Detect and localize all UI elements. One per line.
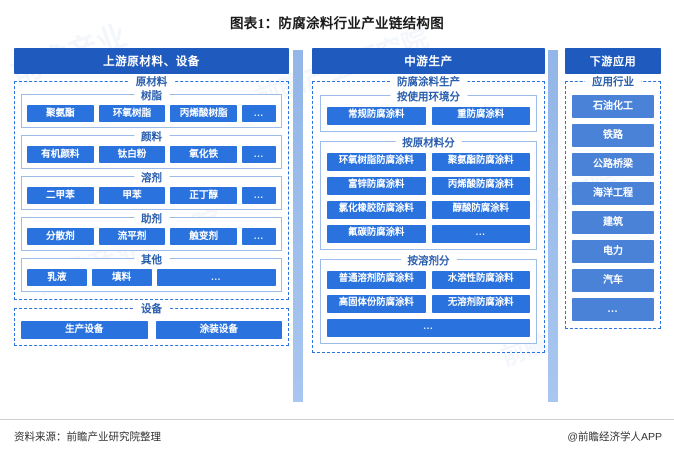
downstream-header: 下游应用 xyxy=(565,48,661,74)
item-env-0[interactable]: 常规防腐涂料 xyxy=(327,107,426,125)
group-other-title: 其他 xyxy=(134,252,169,267)
group-additive: 助剂 分散剂 流平剂 触变剂 ... xyxy=(21,211,282,251)
application-industries-group-title: 应用行业 xyxy=(585,74,641,89)
item-solvent-1[interactable]: 甲苯 xyxy=(98,187,166,204)
item-mat-4[interactable]: 氯化橡胶防腐涂料 xyxy=(327,201,426,219)
item-industry-3[interactable]: 海洋工程 xyxy=(572,182,654,205)
item-row: 普通溶剂防腐涂料 水溶性防腐涂料 xyxy=(327,271,530,289)
application-industries-group: 应用行业 石油化工 铁路 公路桥梁 海洋工程 建筑 电力 汽车 ... xyxy=(565,74,661,329)
item-industry-5[interactable]: 电力 xyxy=(572,240,654,263)
item-row: 氟碳防腐涂料 ... xyxy=(327,225,530,243)
item-mat-3[interactable]: 丙烯酸防腐涂料 xyxy=(431,177,530,195)
item-additive-0[interactable]: 分散剂 xyxy=(27,228,94,245)
group-by-raw-material-title: 按原材料分 xyxy=(395,135,462,150)
group-resin-title: 树脂 xyxy=(134,88,169,103)
item-mat-1[interactable]: 聚氨酯防腐涂料 xyxy=(431,153,530,171)
item-industry-4[interactable]: 建筑 xyxy=(572,211,654,234)
app-watermark: @前瞻经济学人APP xyxy=(567,431,662,443)
item-solv-2[interactable]: 高固体份防腐涂料 xyxy=(327,295,426,313)
upstream-header: 上游原材料、设备 xyxy=(14,48,289,74)
item-env-1[interactable]: 重防腐涂料 xyxy=(431,107,530,125)
item-solv-3[interactable]: 无溶剂防腐涂料 xyxy=(431,295,530,313)
item-resin-1[interactable]: 环氧树脂 xyxy=(98,105,166,122)
item-pigment-2[interactable]: 氧化铁 xyxy=(170,146,238,163)
item-row: 富锌防腐涂料 丙烯酸防腐涂料 xyxy=(327,177,530,195)
item-industry-2[interactable]: 公路桥梁 xyxy=(572,153,654,176)
item-additive-more[interactable]: ... xyxy=(242,228,277,245)
item-resin-0[interactable]: 聚氨酯 xyxy=(27,105,94,122)
group-by-environment-title: 按使用环境分 xyxy=(390,89,467,104)
item-row: 二甲苯 甲苯 正丁醇 ... xyxy=(27,187,277,204)
item-row: 氯化橡胶防腐涂料 醇酸防腐涂料 xyxy=(327,201,530,219)
coating-production-group: 防腐涂料生产 按使用环境分 常规防腐涂料 重防腐涂料 按原材料分 环氧树脂防腐涂… xyxy=(312,74,545,353)
item-other-more[interactable]: ... xyxy=(156,269,276,286)
group-resin: 树脂 聚氨酯 环氧树脂 丙烯酸树脂 ... xyxy=(21,88,282,128)
source-note: 资料来源：前瞻产业研究院整理 xyxy=(14,431,161,443)
item-mat-6[interactable]: 氟碳防腐涂料 xyxy=(327,225,426,243)
group-additive-title: 助剂 xyxy=(134,211,169,226)
raw-materials-group: 原材料 树脂 聚氨酯 环氧树脂 丙烯酸树脂 ... 颜料 有机颜料 钛白粉 氧化… xyxy=(14,74,289,300)
upstream-column: 上游原材料、设备 原材料 树脂 聚氨酯 环氧树脂 丙烯酸树脂 ... 颜料 有机… xyxy=(14,48,289,346)
equipment-group-title: 设备 xyxy=(134,301,169,316)
item-solv-1[interactable]: 水溶性防腐涂料 xyxy=(431,271,530,289)
equipment-group: 设备 生产设备 涂装设备 xyxy=(14,301,289,346)
group-by-solvent-title: 按溶剂分 xyxy=(400,253,457,268)
item-solvent-2[interactable]: 正丁醇 xyxy=(170,187,238,204)
item-row: 聚氨酯 环氧树脂 丙烯酸树脂 ... xyxy=(27,105,277,122)
item-resin-more[interactable]: ... xyxy=(242,105,277,122)
item-solvent-0[interactable]: 二甲苯 xyxy=(27,187,94,204)
item-equipment-1[interactable]: 涂装设备 xyxy=(155,321,282,339)
item-industry-6[interactable]: 汽车 xyxy=(572,269,654,292)
raw-materials-group-title: 原材料 xyxy=(128,74,175,89)
group-other: 其他 乳液 填料 ... xyxy=(21,252,282,292)
item-row: 分散剂 流平剂 触变剂 ... xyxy=(27,228,277,245)
item-equipment-0[interactable]: 生产设备 xyxy=(21,321,148,339)
item-resin-2[interactable]: 丙烯酸树脂 xyxy=(170,105,238,122)
midstream-header: 中游生产 xyxy=(312,48,545,74)
group-by-environment: 按使用环境分 常规防腐涂料 重防腐涂料 xyxy=(320,89,537,132)
item-pigment-more[interactable]: ... xyxy=(242,146,277,163)
item-row: 高固体份防腐涂料 无溶剂防腐涂料 xyxy=(327,295,530,313)
group-solvent-title: 溶剂 xyxy=(134,170,169,185)
item-industry-1[interactable]: 铁路 xyxy=(572,124,654,147)
column-divider-2 xyxy=(548,50,558,402)
industry-chain-diagram: 上游原材料、设备 原材料 树脂 聚氨酯 环氧树脂 丙烯酸树脂 ... 颜料 有机… xyxy=(0,40,674,413)
item-industry-more[interactable]: ... xyxy=(572,298,654,321)
item-mat-2[interactable]: 富锌防腐涂料 xyxy=(327,177,426,195)
item-row: 环氧树脂防腐涂料 聚氨酯防腐涂料 xyxy=(327,153,530,171)
column-divider-1 xyxy=(293,50,303,402)
footer: 资料来源：前瞻产业研究院整理 @前瞻经济学人APP xyxy=(0,419,674,454)
item-row: ... xyxy=(327,319,530,337)
item-solv-0[interactable]: 普通溶剂防腐涂料 xyxy=(327,271,426,289)
item-row: 常规防腐涂料 重防腐涂料 xyxy=(327,107,530,125)
item-row: 乳液 填料 ... xyxy=(27,269,276,286)
coating-production-group-title: 防腐涂料生产 xyxy=(390,74,467,89)
group-pigment-title: 颜料 xyxy=(134,129,169,144)
downstream-column: 下游应用 应用行业 石油化工 铁路 公路桥梁 海洋工程 建筑 电力 汽车 ... xyxy=(565,48,661,329)
group-pigment: 颜料 有机颜料 钛白粉 氧化铁 ... xyxy=(21,129,282,169)
item-industry-0[interactable]: 石油化工 xyxy=(572,95,654,118)
page-title: 图表1：防腐涂料行业产业链结构图 xyxy=(229,16,445,31)
item-mat-0[interactable]: 环氧树脂防腐涂料 xyxy=(327,153,426,171)
group-by-solvent: 按溶剂分 普通溶剂防腐涂料 水溶性防腐涂料 高固体份防腐涂料 无溶剂防腐涂料 .… xyxy=(320,253,537,344)
item-mat-more[interactable]: ... xyxy=(431,225,530,243)
item-mat-5[interactable]: 醇酸防腐涂料 xyxy=(431,201,530,219)
midstream-column: 中游生产 防腐涂料生产 按使用环境分 常规防腐涂料 重防腐涂料 按原材料分 环氧… xyxy=(312,48,545,353)
item-solvent-more[interactable]: ... xyxy=(242,187,277,204)
item-additive-2[interactable]: 触变剂 xyxy=(170,228,238,245)
item-row: 有机颜料 钛白粉 氧化铁 ... xyxy=(27,146,277,163)
group-by-raw-material: 按原材料分 环氧树脂防腐涂料 聚氨酯防腐涂料 富锌防腐涂料 丙烯酸防腐涂料 氯化… xyxy=(320,135,537,250)
item-pigment-0[interactable]: 有机颜料 xyxy=(27,146,94,163)
item-pigment-1[interactable]: 钛白粉 xyxy=(98,146,166,163)
item-row: 生产设备 涂装设备 xyxy=(21,321,282,339)
item-other-0[interactable]: 乳液 xyxy=(27,269,87,286)
item-additive-1[interactable]: 流平剂 xyxy=(98,228,166,245)
item-other-1[interactable]: 填料 xyxy=(91,269,152,286)
item-solv-more[interactable]: ... xyxy=(327,319,530,337)
group-solvent: 溶剂 二甲苯 甲苯 正丁醇 ... xyxy=(21,170,282,210)
